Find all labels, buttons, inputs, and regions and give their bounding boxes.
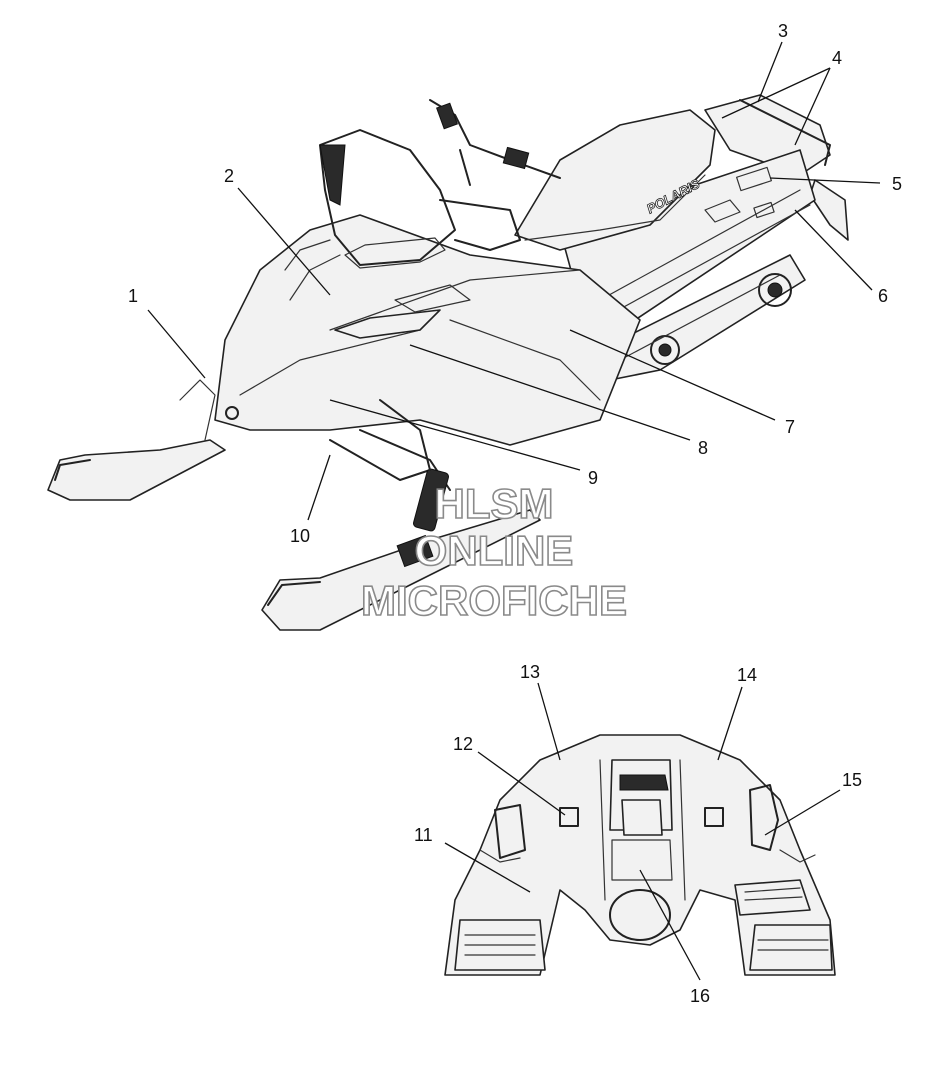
leader-7 xyxy=(569,329,776,421)
callout-16: 16 xyxy=(690,986,710,1006)
left-ski xyxy=(47,379,226,501)
handlebar xyxy=(429,99,561,186)
right-ski xyxy=(261,509,541,631)
leader-4b xyxy=(794,67,831,146)
callout-5: 5 xyxy=(892,174,902,194)
leader-4a xyxy=(721,67,831,119)
callout-4: 4 xyxy=(832,48,842,68)
leader-14 xyxy=(717,686,743,761)
leader-13 xyxy=(537,682,561,761)
callout-10: 10 xyxy=(290,526,310,546)
leader-15 xyxy=(764,789,841,836)
watermark-line3: MICROFICHE xyxy=(361,577,627,624)
leader-lines xyxy=(147,41,881,981)
callout-labels: 1 2 3 4 5 6 7 8 9 10 11 12 13 14 15 16 xyxy=(128,21,902,1006)
leader-12 xyxy=(477,751,566,816)
callout-15: 15 xyxy=(842,770,862,790)
leader-1 xyxy=(147,309,206,379)
callout-8: 8 xyxy=(698,438,708,458)
windshield xyxy=(319,129,521,269)
leader-5 xyxy=(769,177,881,184)
leader-9 xyxy=(329,399,581,471)
front-view-illustration xyxy=(444,734,836,976)
leader-3 xyxy=(757,41,783,103)
watermark-line1: HLSM xyxy=(435,480,554,527)
leader-16 xyxy=(639,869,701,981)
watermark: HLSM ONLINE MICROFICHE xyxy=(360,479,628,625)
callout-1: 1 xyxy=(128,286,138,306)
leader-10 xyxy=(307,454,331,521)
leader-11 xyxy=(444,842,531,893)
callout-2: 2 xyxy=(224,166,234,186)
watermark-line2: ONLINE xyxy=(415,527,574,574)
leader-6 xyxy=(794,209,873,291)
callout-14: 14 xyxy=(737,665,757,685)
callout-3: 3 xyxy=(778,21,788,41)
leader-8 xyxy=(409,344,691,441)
callout-12: 12 xyxy=(453,734,473,754)
callout-7: 7 xyxy=(785,417,795,437)
front-suspension xyxy=(329,399,451,532)
leader-2 xyxy=(237,187,331,296)
snowmobile-illustration: POLARIS xyxy=(47,94,849,631)
callout-6: 6 xyxy=(878,286,888,306)
callout-9: 9 xyxy=(588,468,598,488)
callout-13: 13 xyxy=(520,662,540,682)
callout-11: 11 xyxy=(414,825,433,845)
